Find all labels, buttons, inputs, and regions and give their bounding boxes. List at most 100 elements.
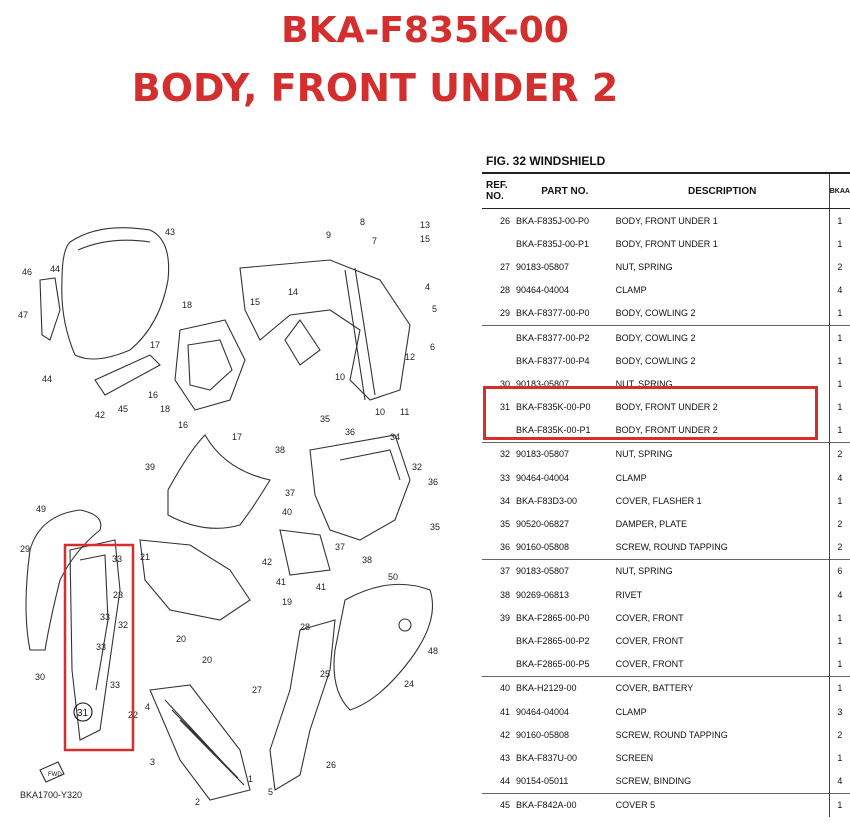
part-no-cell: BKA-F837U-00 — [515, 752, 578, 763]
part-code-title: BKA-F835K-00 — [281, 10, 569, 51]
front-cover-24 — [333, 583, 434, 711]
part-no-cell: BKA-F842A-00 — [513, 792, 614, 817]
ref-cell — [482, 349, 514, 372]
highlight-callout: 31 — [77, 708, 89, 719]
description-cell: COVER 5 — [613, 792, 830, 817]
part-no-cell: 90464-04004 — [515, 472, 570, 483]
description-cell: BODY, COWLING 2 — [615, 355, 696, 366]
svg-text:36: 36 — [428, 477, 438, 487]
qty-cell: 1 — [828, 395, 850, 419]
svg-text:45: 45 — [118, 404, 128, 414]
qty-cell: 1 — [828, 372, 850, 396]
qty-cell: 1 — [828, 349, 850, 373]
part-no-cell: 90183-05807 — [513, 441, 614, 467]
svg-text:1: 1 — [248, 774, 253, 784]
svg-text:17: 17 — [232, 432, 242, 442]
svg-text:3: 3 — [150, 757, 155, 767]
svg-text:50: 50 — [388, 572, 398, 582]
svg-text:38: 38 — [275, 445, 285, 455]
svg-text:35: 35 — [430, 522, 440, 532]
svg-text:48: 48 — [428, 646, 438, 656]
svg-text:25: 25 — [320, 669, 330, 679]
ref-cell: 43 — [499, 752, 510, 763]
svg-text:19: 19 — [282, 597, 292, 607]
part-no-cell: 90154-05011 — [515, 776, 569, 787]
part-no-cell: 90520-06827 — [515, 519, 570, 530]
svg-text:24: 24 — [404, 679, 414, 689]
svg-text:33: 33 — [110, 680, 120, 690]
qty-cell: 2 — [828, 255, 850, 279]
svg-text:44: 44 — [50, 264, 60, 274]
svg-text:32: 32 — [412, 462, 422, 472]
svg-text:38: 38 — [362, 555, 372, 565]
qty-cell: 3 — [828, 699, 850, 724]
description-cell: CLAMP — [615, 706, 647, 717]
qty-cell: 2 — [828, 535, 850, 560]
part-no-cell: 90269-06813 — [515, 589, 570, 600]
description-cell: CLAMP — [615, 472, 647, 483]
ref-cell: 39 — [499, 612, 510, 623]
bracket-center — [174, 319, 246, 411]
svg-text:33: 33 — [100, 612, 110, 622]
svg-text:17: 17 — [150, 340, 160, 350]
svg-text:10: 10 — [335, 372, 345, 382]
ref-cell: 35 — [499, 519, 510, 530]
cowling-part — [167, 434, 271, 529]
description-cell: BODY, COWLING 2 — [613, 324, 830, 350]
svg-text:18: 18 — [182, 300, 192, 310]
svg-text:6: 6 — [430, 342, 435, 352]
ref-cell: 33 — [499, 472, 510, 483]
svg-text:11: 11 — [400, 407, 409, 417]
description-cell: COVER, BATTERY — [613, 675, 830, 700]
ref-cell — [482, 653, 514, 677]
svg-text:8: 8 — [360, 217, 365, 227]
qty-cell: 2 — [828, 441, 850, 467]
description-cell: SCREW, ROUND TAPPING — [615, 729, 728, 740]
col-qty: BKAA — [828, 172, 850, 209]
svg-text:35: 35 — [320, 414, 330, 424]
ref-cell — [482, 324, 514, 350]
qty-cell: 1 — [828, 606, 850, 630]
svg-text:20: 20 — [176, 634, 186, 644]
qty-cell: 1 — [828, 232, 850, 256]
svg-text:FWD: FWD — [48, 772, 62, 778]
description-cell: CLAMP — [615, 285, 647, 296]
ref-cell: 36 — [499, 542, 510, 553]
highlight-box-diagram — [63, 543, 135, 752]
ref-cell: 26 — [482, 208, 514, 233]
ref-cell: 34 — [499, 495, 510, 506]
ref-cell: 27 — [499, 261, 510, 272]
col-ref: REF. NO. — [482, 172, 514, 209]
ref-cell: 45 — [482, 792, 514, 817]
svg-text:20: 20 — [202, 655, 212, 665]
ref-cell: 42 — [499, 729, 510, 740]
ref-cell: 28 — [499, 285, 510, 296]
part-no-cell: BKA-F83D3-00 — [515, 495, 578, 506]
svg-text:28: 28 — [300, 622, 310, 632]
svg-text:4: 4 — [425, 282, 430, 292]
frame-stay — [239, 259, 411, 401]
description-cell: NUT, SPRING — [613, 441, 830, 467]
radiator-guard — [149, 684, 251, 801]
ref-cell: 30 — [499, 378, 510, 389]
highlight-box-table — [483, 386, 818, 440]
svg-text:2: 2 — [195, 797, 200, 807]
part-no-cell: BKA-F2865-00-P2 — [515, 635, 590, 646]
svg-text:30: 30 — [35, 672, 45, 682]
ref-cell — [482, 232, 514, 255]
svg-text:9: 9 — [326, 230, 331, 240]
description-cell: NUT, SPRING — [613, 558, 830, 583]
